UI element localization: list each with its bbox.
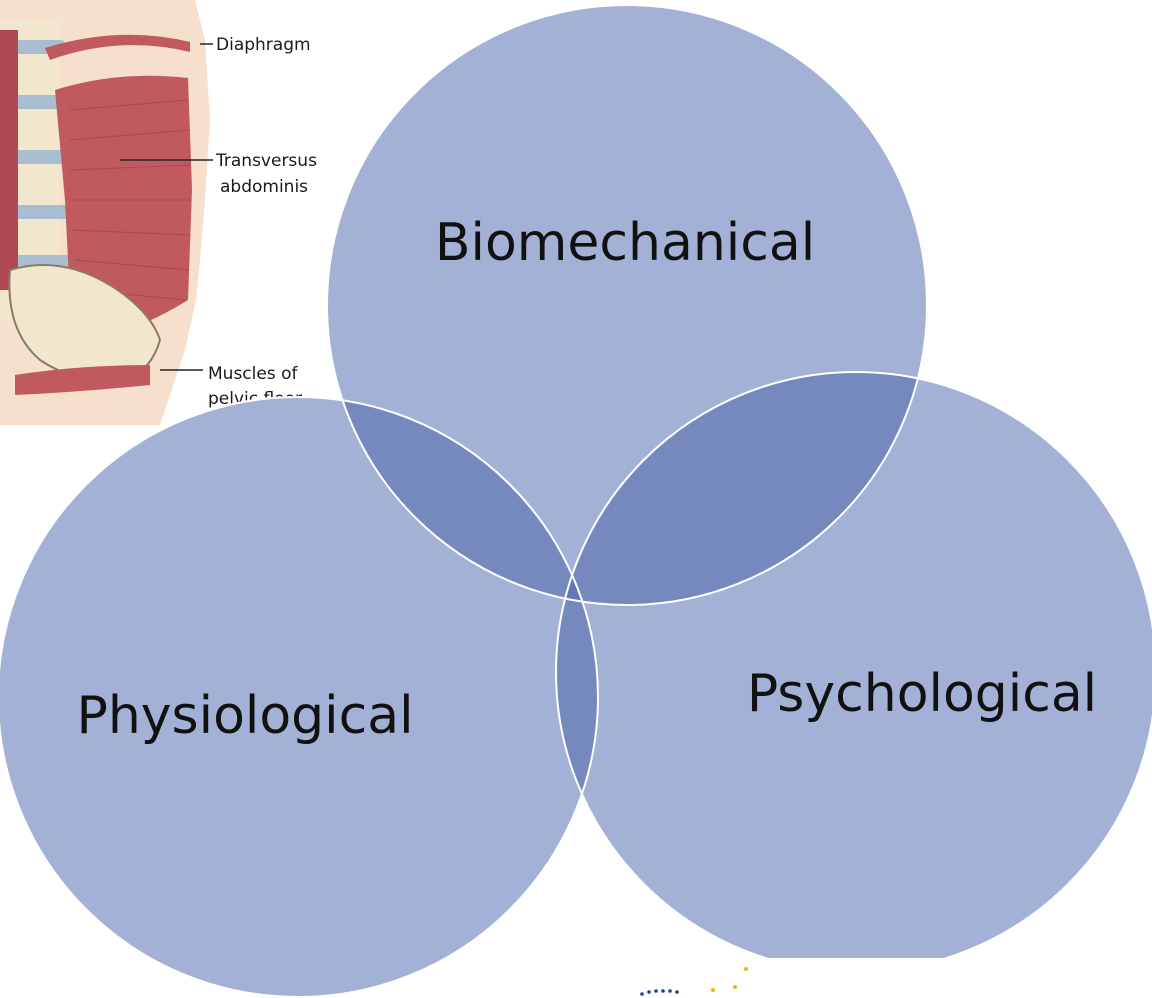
pelvic-floor-label-line1: Muscles of bbox=[208, 364, 298, 384]
diaphragm-label: Diaphragm bbox=[216, 35, 311, 55]
physiological-label: Physiological bbox=[76, 686, 413, 746]
bottom-band bbox=[600, 958, 1152, 998]
back-muscle bbox=[0, 30, 18, 290]
biomechanical-label: Biomechanical bbox=[435, 213, 815, 273]
psychological-label: Psychological bbox=[747, 664, 1097, 724]
vertebra-disc bbox=[14, 205, 72, 219]
anatomy-figure: Diaphragm Transversus abdominis Muscles … bbox=[0, 0, 328, 425]
transversus-label-line1: Transversus bbox=[215, 151, 317, 171]
transversus-label-line2: abdominis bbox=[220, 177, 308, 197]
